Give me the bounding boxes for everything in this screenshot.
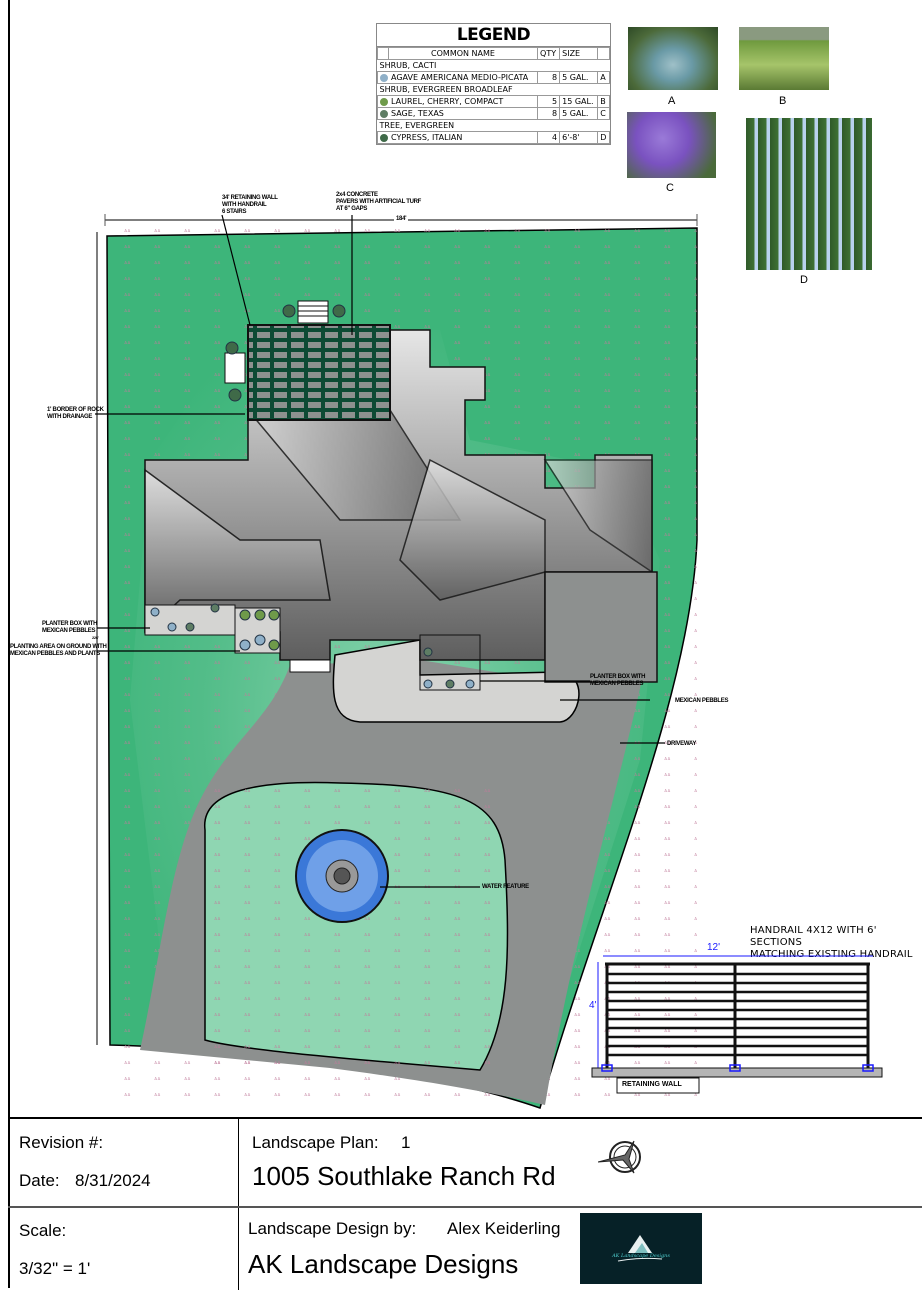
laurel-icon bbox=[380, 97, 388, 106]
note-rock-border: 1' BORDER OF ROCK WITH DRAINAGE bbox=[47, 407, 104, 420]
designer-label: Landscape Design by: bbox=[248, 1219, 417, 1238]
note-water-feature: WATER FEATURE bbox=[482, 884, 529, 890]
photo-label-a: A bbox=[668, 95, 676, 107]
company-logo: AK Landscape Designs bbox=[580, 1213, 702, 1284]
date-value: 8/31/2024 bbox=[75, 1171, 151, 1190]
plan-number: 1 bbox=[401, 1133, 411, 1152]
handrail-slats bbox=[607, 972, 868, 1057]
photo-label-c: C bbox=[666, 182, 674, 194]
sage-icon bbox=[380, 109, 388, 118]
scale-label: Scale: bbox=[19, 1221, 67, 1240]
handrail-width-label: 12' bbox=[707, 942, 721, 953]
note-planter-right: PLANTER BOX WITH MEXICAN PEBBLES bbox=[590, 674, 646, 687]
legend-title: LEGEND bbox=[377, 24, 610, 47]
legend-header-size: SIZE bbox=[559, 47, 599, 60]
paver-patio bbox=[247, 324, 391, 421]
photo-label-d: D bbox=[800, 274, 808, 286]
leader-lines bbox=[95, 214, 665, 888]
legend-header-name: COMMON NAME bbox=[387, 47, 539, 60]
stairs-top bbox=[297, 300, 329, 324]
cypress-icon bbox=[380, 133, 388, 142]
photo-agave bbox=[628, 27, 718, 90]
plan-label: Landscape Plan: bbox=[252, 1133, 379, 1152]
company-name: AK Landscape Designs bbox=[248, 1249, 519, 1279]
photo-laurel bbox=[739, 27, 829, 90]
agave-icon bbox=[380, 73, 388, 82]
title-block bbox=[8, 1117, 922, 1290]
site-plan: ᐞᐞ bbox=[95, 214, 698, 1109]
date-label: Date: bbox=[19, 1171, 60, 1190]
note-pavers: 2x4 CONCRETE PAVERS WITH ARTIFICIAL TURF… bbox=[336, 192, 422, 212]
note-planting-area: PLANTING AREA ON GROUND WITH MEXICAN PEB… bbox=[10, 644, 107, 657]
planter-box-right bbox=[419, 634, 481, 691]
photo-cypress bbox=[746, 118, 872, 270]
mountain-logo-icon bbox=[617, 1235, 663, 1262]
handrail-detail bbox=[591, 955, 883, 1094]
legend-category: TREE, EVERGREEN bbox=[377, 119, 610, 132]
stairs-front bbox=[289, 659, 331, 673]
legend-category: SHRUB, CACTI bbox=[377, 59, 610, 72]
legend-category: SHRUB, EVERGREEN BROADLEAF bbox=[377, 83, 610, 96]
drawing-frame bbox=[8, 0, 922, 1288]
north-arrow-icon bbox=[598, 1140, 641, 1174]
note-driveway: DRIVEWAY bbox=[667, 741, 697, 747]
retaining-wall-base bbox=[591, 1067, 883, 1078]
revision-label: Revision #: bbox=[19, 1133, 104, 1152]
photo-label-b: B bbox=[779, 95, 787, 107]
dimension-side-label: 226' bbox=[92, 635, 99, 640]
note-mexican-pebbles: MEXICAN PEBBLES bbox=[675, 698, 729, 704]
scale-value: 3/32" = 1' bbox=[19, 1259, 91, 1278]
retaining-wall-label: RETAINING WALL bbox=[622, 1081, 682, 1088]
stairs-side bbox=[224, 352, 246, 384]
designer-name: Alex Keiderling bbox=[447, 1219, 561, 1238]
legend-header-qty: QTY bbox=[537, 47, 561, 60]
dimension-top-label: 184' bbox=[394, 216, 409, 223]
handrail-height-label: 4' bbox=[589, 1000, 597, 1011]
note-retaining-wall: 34' RETAINING WALL WITH HANDRAIL 6 STAIR… bbox=[222, 195, 278, 215]
water-feature bbox=[295, 829, 389, 923]
project-address: 1005 Southlake Ranch Rd bbox=[252, 1161, 556, 1191]
photo-sage bbox=[627, 112, 716, 178]
plants bbox=[150, 304, 475, 689]
note-planter-left: PLANTER BOX WITH MEXICAN PEBBLES bbox=[42, 621, 98, 634]
